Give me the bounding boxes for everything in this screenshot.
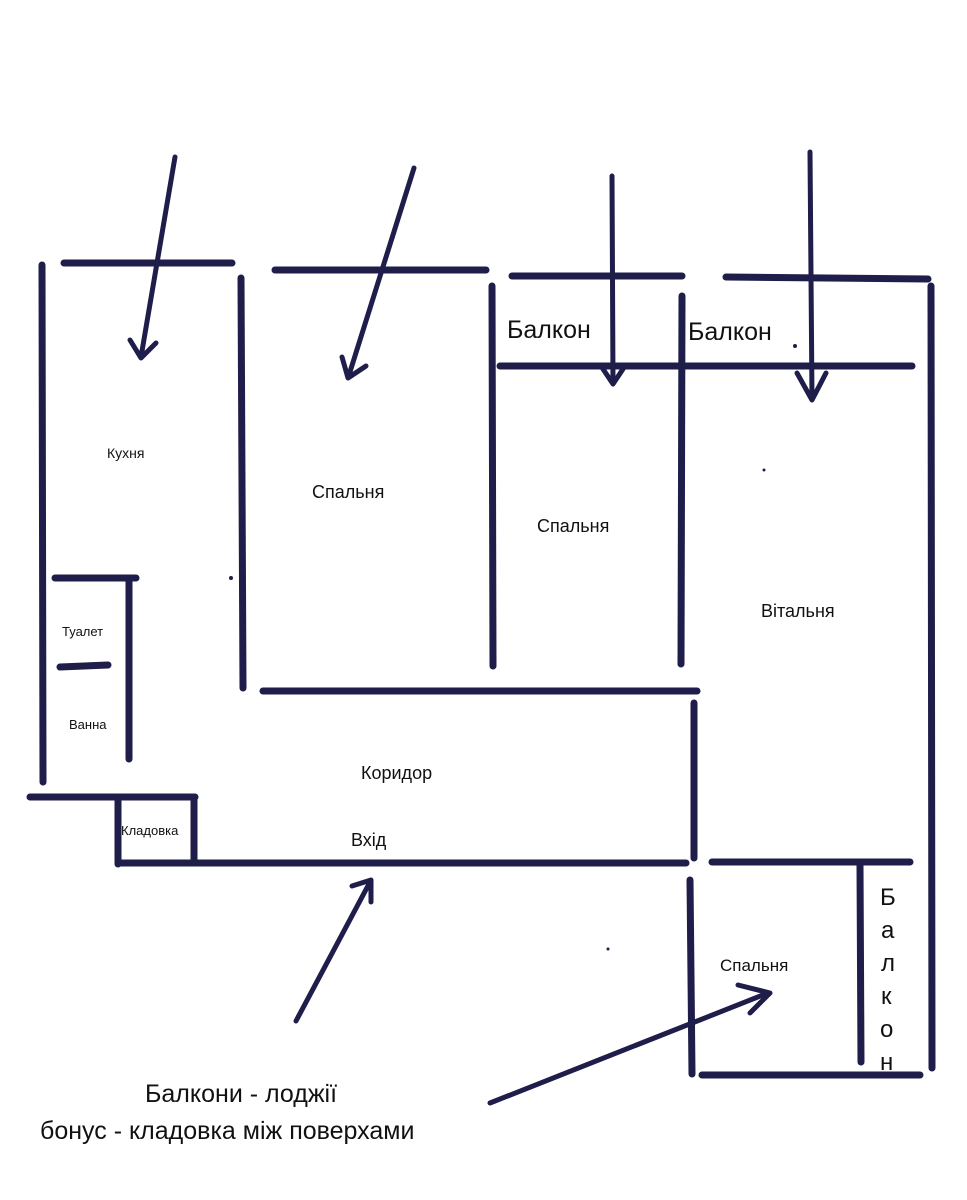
labels: Кухня Спальня Спальня Вітальня Балкон Ба…: [40, 316, 896, 1145]
label-toilet: Туалет: [62, 624, 103, 639]
note-line-1: Балкони - лоджії: [145, 1080, 337, 1108]
wall-bedroom-2-living: [677, 292, 686, 668]
wall-toilet-bath-divider: [56, 661, 112, 671]
arrow-entrance: [293, 877, 374, 1024]
balcony-letter: а: [881, 917, 895, 944]
arrow-kitchen: [127, 154, 178, 361]
balcony-letter: о: [880, 1016, 893, 1043]
label-balcony-2: Балкон: [688, 318, 772, 346]
note-line-2: бонус - кладовка між поверхами: [40, 1117, 414, 1145]
wall-balcony-3-divider: [856, 862, 865, 1066]
label-bath: Ванна: [69, 717, 107, 732]
wall-top-balcony-2: [722, 273, 932, 283]
label-pantry: Кладовка: [121, 823, 179, 838]
label-entrance: Вхід: [351, 830, 387, 850]
label-living-room: Вітальня: [761, 601, 835, 621]
wall-bedroom-1-2: [488, 282, 497, 670]
label-balcony-1: Балкон: [507, 316, 591, 344]
arrow-living-room: [794, 149, 829, 403]
arrow-bedroom-2: [598, 173, 628, 387]
label-corridor: Коридор: [361, 763, 432, 783]
stray-marks: [229, 344, 797, 951]
label-bedroom-3: Спальня: [720, 956, 788, 975]
balcony-letter: н: [880, 1049, 893, 1076]
arrow-bedroom-3: [487, 982, 773, 1106]
wall-right-outer: [927, 282, 936, 1072]
balcony-letter: Б: [880, 884, 896, 911]
label-balcony-vertical: Б а л к о н: [880, 884, 896, 1076]
arrows: [127, 149, 829, 1106]
label-kitchen: Кухня: [107, 445, 144, 461]
wall-kitchen-bedroom: [237, 274, 247, 692]
arrow-bedroom-1: [339, 165, 417, 381]
label-bedroom-1: Спальня: [312, 482, 384, 502]
walls: [26, 259, 936, 1079]
balcony-letter: л: [881, 950, 895, 977]
wall-bedroom-3-left: [686, 876, 696, 1078]
label-bedroom-2: Спальня: [537, 516, 609, 536]
wall-left-outer: [38, 261, 47, 786]
balcony-letter: к: [881, 983, 892, 1010]
